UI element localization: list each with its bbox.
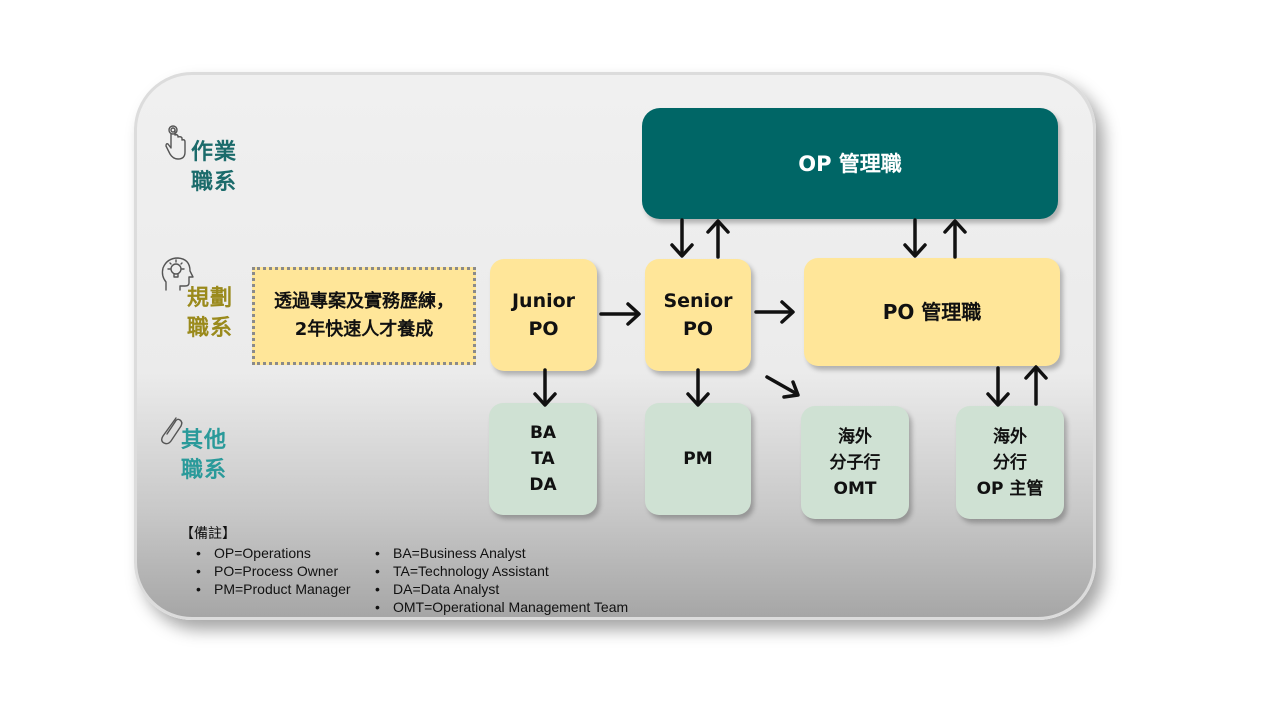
category-ops-line2: 職系 (191, 170, 238, 195)
node-ba-ta-da: BA TA DA (489, 403, 597, 515)
paperclip-icon (161, 417, 183, 445)
notes-col2: BA=Business Analyst TA=Technology Assist… (375, 544, 628, 616)
category-other-label: 其他 職系 (181, 426, 227, 486)
node-overseas-op-supervisor: 海外 分行 OP 主管 (956, 406, 1064, 519)
node-da-label: DA (529, 475, 557, 495)
note-item: TA=Technology Assistant (375, 562, 628, 580)
notes-title: 【備註】 (180, 525, 236, 541)
node-overseas-op-line3: OP 主管 (976, 478, 1044, 499)
node-training: 透過專案及實務歷練， 2年快速人才養成 (252, 267, 476, 365)
category-plan-line2: 職系 (187, 316, 234, 341)
category-plan-label: 規劃 職系 (187, 284, 233, 344)
node-op-management: OP 管理職 (642, 108, 1058, 219)
note-item: DA=Data Analyst (375, 580, 628, 598)
node-training-line1: 透過專案及實務歷練， (274, 291, 454, 312)
category-ops-label: 作業 職系 (191, 138, 237, 198)
node-senior-po: Senior PO (645, 259, 751, 371)
node-po-management-label: PO 管理職 (882, 300, 982, 324)
node-junior-po: Junior PO (490, 259, 597, 371)
node-op-management-label: OP 管理職 (798, 151, 902, 176)
node-ba-label: BA (529, 423, 557, 443)
node-senior-po-line2: PO (682, 318, 714, 340)
node-overseas-op-line2: 分行 (993, 452, 1027, 473)
notes-section: 【備註】 OP=Operations PO=Process Owner PM=P… (180, 524, 628, 615)
node-junior-po-line2: PO (528, 318, 559, 340)
note-item: OMT=Operational Management Team (375, 598, 628, 616)
head-lightbulb-icon (161, 257, 194, 291)
node-overseas-omt-line1: 海外 (838, 426, 872, 447)
note-item: BA=Business Analyst (375, 544, 628, 562)
node-pm-label: PM (683, 449, 713, 469)
node-overseas-omt-line2: 分子行 (829, 452, 881, 473)
node-senior-po-line1: Senior (663, 290, 733, 312)
category-other-line2: 職系 (181, 458, 228, 483)
node-overseas-op-line1: 海外 (993, 426, 1027, 447)
notes-col1: OP=Operations PO=Process Owner PM=Produc… (196, 544, 351, 598)
note-item: PO=Process Owner (196, 562, 351, 580)
note-item: OP=Operations (196, 544, 351, 562)
category-other-line1: 其他 (181, 428, 228, 453)
node-junior-po-line1: Junior (511, 290, 576, 312)
hand-pointer-icon (165, 125, 186, 160)
node-overseas-omt: 海外 分子行 OMT (801, 406, 909, 519)
category-ops-line1: 作業 (191, 140, 238, 165)
node-pm: PM (645, 403, 751, 515)
node-ta-label: TA (531, 449, 555, 469)
note-item: PM=Product Manager (196, 580, 351, 598)
category-plan-line1: 規劃 (187, 286, 234, 311)
node-training-line2: 2年快速人才養成 (294, 319, 434, 340)
node-overseas-omt-line3: OMT (833, 478, 877, 499)
node-po-management: PO 管理職 (804, 258, 1060, 366)
